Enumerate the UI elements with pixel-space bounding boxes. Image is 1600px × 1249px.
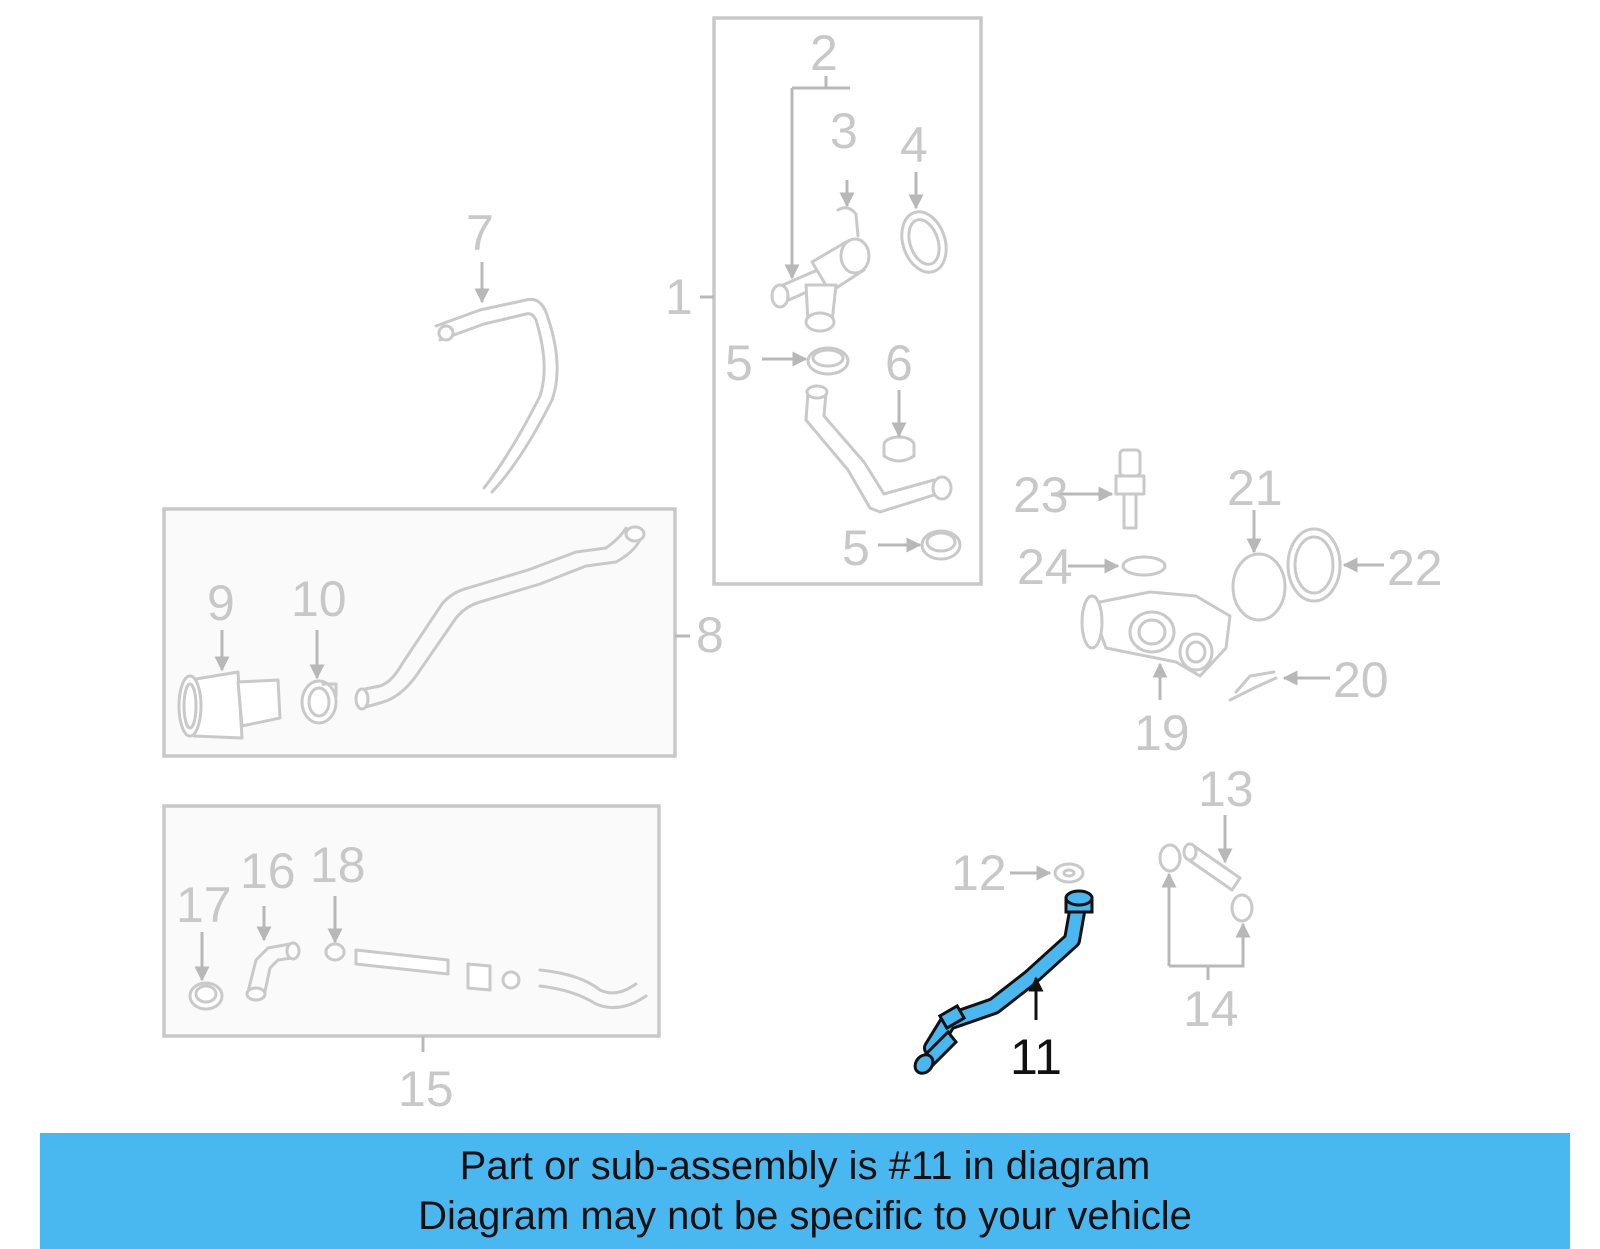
part-elbow-16[interactable] [245,941,301,1002]
banner-line-part: Part or sub-assembly is #11 in diagram [459,1144,1151,1188]
callout-12: 12 [951,845,1007,901]
callout-5b: 5 [842,520,870,576]
part-connector-9[interactable] [177,670,282,740]
callout-16: 16 [240,843,296,899]
part-gasket-21[interactable] [1231,552,1287,622]
part-o-ring-4[interactable] [894,206,953,278]
callout-10: 10 [291,571,347,627]
part-y-connector[interactable] [770,206,871,333]
callout-7: 7 [466,205,494,261]
callout-11: 11 [1010,1029,1062,1085]
callout-20: 20 [1333,652,1389,708]
callout-24: 24 [1017,539,1073,595]
part-hose-8[interactable] [354,525,646,711]
group-box-15 [162,804,661,1038]
callout-13: 13 [1198,761,1254,817]
part-ring-5a[interactable] [806,346,850,376]
part-ring-14b[interactable] [1230,893,1254,923]
part-tube-13[interactable] [1182,842,1242,892]
callout-2: 2 [810,25,838,81]
callout-22: 22 [1387,540,1443,596]
part-clamp-10[interactable] [300,679,338,725]
callout-14: 14 [1183,981,1239,1037]
part-tube-15[interactable] [354,948,648,1010]
callout-4: 4 [900,117,928,173]
callout-8: 8 [696,607,724,663]
callout-19: 19 [1134,705,1190,761]
callout-labels: 1 2 3 4 5 6 5 7 8 9 10 17 16 18 15 23 24… [176,25,1443,1117]
part-clamp-18[interactable] [324,942,346,962]
part-pipe-11[interactable] [911,889,1094,1077]
info-banner: Part or sub-assembly is #11 in diagram D… [40,1133,1570,1249]
banner-line-disclaimer: Diagram may not be specific to your vehi… [418,1194,1192,1238]
callout-5a: 5 [725,335,753,391]
part-cap-6[interactable] [882,435,916,463]
part-clamp-17[interactable] [188,981,224,1011]
part-bracket-20[interactable] [1228,670,1278,702]
callout-17: 17 [176,877,232,933]
part-housing-19[interactable] [1080,590,1232,678]
part-hose-box1[interactable] [804,384,953,514]
callout-1: 1 [665,269,693,325]
part-o-ring-24[interactable] [1121,555,1167,577]
part-gasket-22[interactable] [1286,527,1342,603]
part-ring-5b[interactable] [920,529,962,561]
callout-3: 3 [830,103,858,159]
callout-21: 21 [1227,460,1283,516]
callout-9: 9 [207,575,235,631]
part-ring-14a[interactable] [1158,843,1182,873]
part-pipe-7[interactable] [434,297,559,494]
callout-15: 15 [398,1061,454,1117]
callout-23: 23 [1013,467,1069,523]
part-sensor-23[interactable] [1114,448,1146,530]
callout-18: 18 [310,837,366,893]
leader-lines [194,76,1384,1052]
callout-6: 6 [885,335,913,391]
part-washer-12[interactable] [1053,862,1085,884]
